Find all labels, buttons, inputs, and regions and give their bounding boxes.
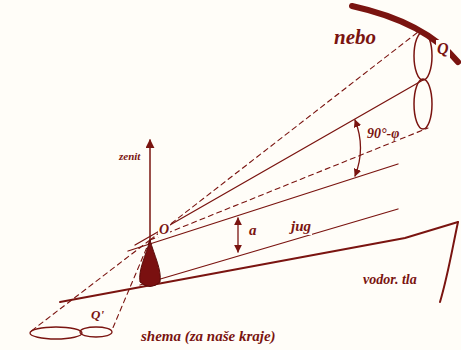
point-label: Q [436, 40, 450, 58]
height-arrow [237, 218, 238, 252]
point-label: O [158, 222, 170, 237]
analemma-q [414, 32, 432, 80]
zenith-label: zenit [118, 150, 141, 162]
direction-label: jug [290, 218, 312, 235]
equator-line [128, 164, 398, 251]
sun-line [135, 80, 423, 245]
analemma-shadow [30, 327, 82, 339]
ray-lines [30, 32, 428, 332]
angle-label: 90°-φ [366, 126, 400, 141]
caption: shema (za naše kraje) [140, 328, 277, 345]
zenith-axis [149, 140, 151, 240]
ground-edge [60, 222, 458, 302]
ground-label: vodor. tla [362, 272, 418, 287]
analemma-shadow [80, 327, 112, 337]
gnomon [140, 240, 161, 287]
height-label: a [248, 222, 258, 239]
sky-label: nebo [333, 26, 377, 49]
point-label: Q' [90, 308, 105, 322]
ground-edge [440, 222, 458, 302]
analemma-q [414, 79, 432, 129]
angle-arc [355, 120, 361, 176]
